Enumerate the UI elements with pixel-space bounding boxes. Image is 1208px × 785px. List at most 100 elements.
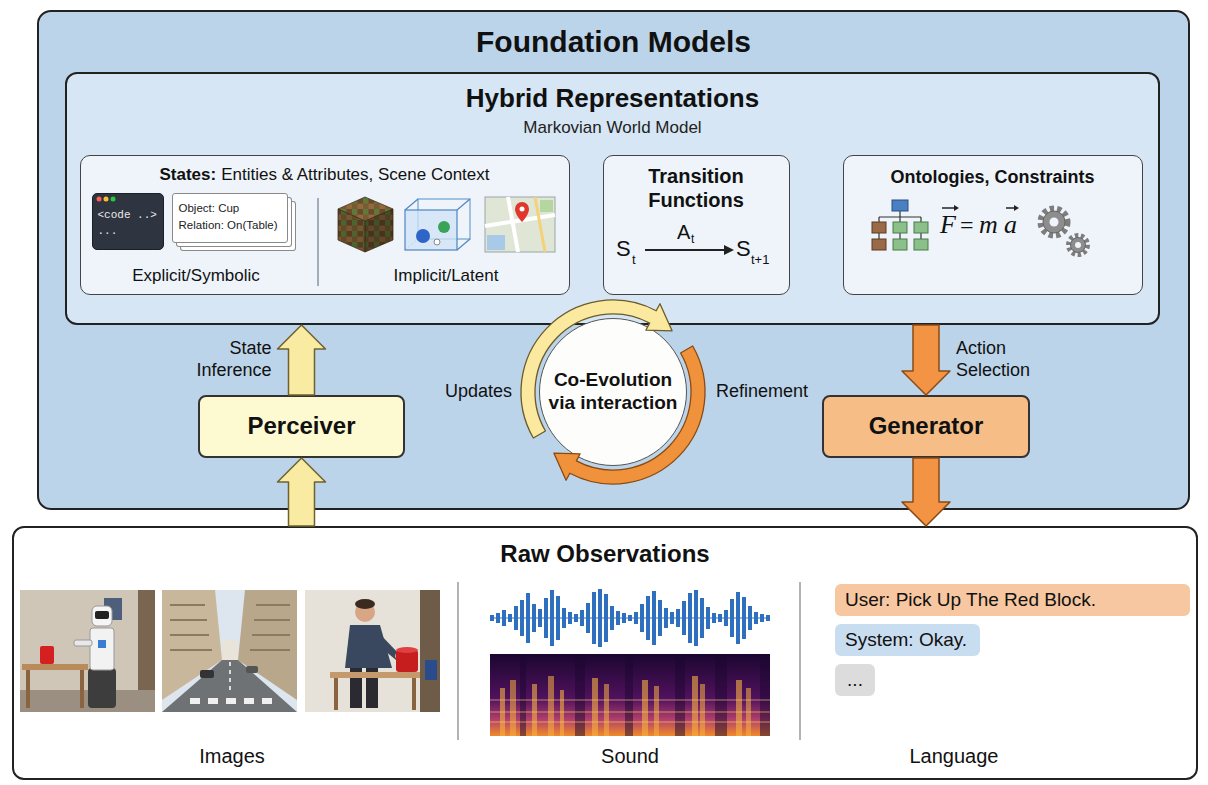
text-holder: Language xyxy=(804,744,1104,768)
person-torso xyxy=(345,625,392,668)
panel-text: Language xyxy=(910,744,999,768)
map-pin xyxy=(515,202,529,222)
car xyxy=(246,666,258,673)
gear-body xyxy=(1043,211,1065,233)
robot-photo xyxy=(20,590,155,712)
card-text: Object: Cup xyxy=(179,202,240,216)
tree-node xyxy=(872,222,886,233)
observations-panel: Raw ObservationsImagesSoundLanguageUser:… xyxy=(12,526,1198,780)
code-text: <code ..> xyxy=(98,209,157,222)
subscript: t+1 xyxy=(751,253,769,266)
label-holder: t xyxy=(632,253,636,266)
gear-hole xyxy=(1050,218,1059,227)
photo-floor xyxy=(20,690,155,712)
edge-label: Action Selection xyxy=(956,338,1048,381)
person-head xyxy=(355,602,375,622)
formula-symbol: = xyxy=(960,213,974,237)
robot-arm xyxy=(74,640,92,646)
spectrogram-streak xyxy=(532,684,537,736)
gear-teeth xyxy=(1069,236,1087,254)
robot-light xyxy=(98,640,106,648)
chat-bubble: System: Okay. xyxy=(835,624,980,656)
box-text: States: xyxy=(159,165,216,185)
panel-text: Raw Observations xyxy=(500,540,709,569)
flow-arrow xyxy=(902,458,950,526)
photo-wall xyxy=(305,590,440,712)
person-arm xyxy=(372,632,400,660)
subscript: t xyxy=(691,233,694,245)
divider-line xyxy=(457,582,459,740)
photo-sky xyxy=(162,590,297,712)
crosswalk-stripe xyxy=(190,698,200,704)
foundation-panel: Foundation ModelsHybrid RepresentationsM… xyxy=(37,10,1190,510)
label-holder: t+1 xyxy=(751,253,769,266)
robot-head xyxy=(92,606,112,626)
cycle-label: Updates xyxy=(412,381,512,403)
tree-node xyxy=(914,239,928,250)
box-text: Implicit/Latent xyxy=(394,266,499,286)
tree-node xyxy=(892,200,908,211)
map-road xyxy=(485,215,555,226)
lane-line xyxy=(229,662,231,690)
spectrogram-streak xyxy=(692,676,698,736)
spectrogram-streak xyxy=(700,684,705,736)
flow-arrow xyxy=(278,325,326,395)
label-holder: F xyxy=(940,212,956,238)
spectrogram-gap xyxy=(760,654,770,736)
spectrogram-streak xyxy=(548,676,554,736)
spectrogram-harmonics xyxy=(490,700,770,722)
text-holder: States:Entities & Attributes, Scene Cont… xyxy=(81,165,568,185)
transition-arrow xyxy=(645,245,734,255)
label-holder: a xyxy=(1004,212,1017,238)
sphere xyxy=(438,221,450,233)
label-holder: S xyxy=(616,238,631,260)
flow-arrow xyxy=(902,325,950,395)
transition-box: Transition Functions xyxy=(603,155,790,295)
map-tile xyxy=(485,197,555,252)
map-road xyxy=(535,197,545,252)
window-dot xyxy=(97,197,102,202)
table-leg xyxy=(80,670,84,708)
sphere xyxy=(416,229,430,243)
label-holder: State Inference xyxy=(180,338,272,381)
chat-text: User: Pick Up The Red Block. xyxy=(845,589,1096,612)
formula-symbol: m xyxy=(979,212,998,238)
photo-building xyxy=(162,590,222,700)
vector-arrows xyxy=(942,205,1019,211)
map-ground xyxy=(485,197,555,252)
vector-arrow-head xyxy=(1014,205,1019,211)
label-holder: t xyxy=(691,233,694,245)
label-holder: A xyxy=(677,222,690,242)
label-holder: S xyxy=(736,238,751,260)
spectrogram-streak xyxy=(746,688,751,736)
spectrogram-streak xyxy=(642,680,648,736)
crosswalk-stripe xyxy=(226,698,236,704)
spectrogram-streak xyxy=(500,688,505,736)
chair xyxy=(425,660,437,680)
box-edge xyxy=(405,239,418,250)
text-holder: Implicit/Latent xyxy=(331,266,561,286)
red-block-top xyxy=(396,647,418,653)
map-park xyxy=(540,200,553,212)
text-holder: Foundation Models xyxy=(39,24,1188,60)
arrow-shaft xyxy=(645,249,726,251)
building-windows xyxy=(170,605,290,650)
waveform-axis xyxy=(490,618,770,619)
hybrid-panel: Hybrid RepresentationsMarkovian World Mo… xyxy=(65,72,1160,325)
states-box: States:Entities & Attributes, Scene Cont… xyxy=(80,155,570,295)
spectrogram-streak xyxy=(510,680,516,736)
cube-face xyxy=(338,209,365,252)
text-holder: Markovian World Model xyxy=(67,118,1158,138)
photo-door xyxy=(420,590,440,712)
crosswalk-stripe xyxy=(208,698,218,704)
cycle-arrows xyxy=(521,300,705,484)
divider-line xyxy=(799,582,801,740)
box-text: Explicit/Symbolic xyxy=(132,266,260,286)
divider-line xyxy=(317,198,319,286)
spectrogram-gap xyxy=(715,654,727,736)
text-holder: ... xyxy=(98,225,162,238)
robot-body xyxy=(90,628,114,670)
cycle-arrow xyxy=(521,300,672,438)
crosswalk-stripe xyxy=(262,698,272,704)
